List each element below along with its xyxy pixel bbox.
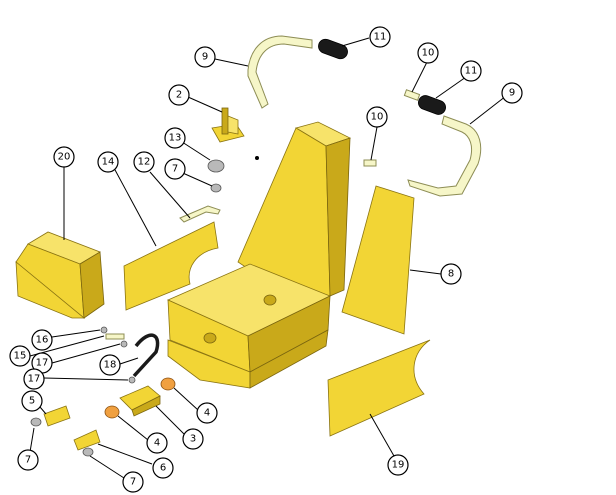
callout-label: 14 bbox=[102, 157, 115, 168]
tube-stub-lower bbox=[363, 159, 377, 167]
left-side-panel bbox=[123, 221, 219, 311]
callout-6: 6 bbox=[152, 457, 174, 479]
nut-part-bottom bbox=[82, 447, 94, 457]
callout-label: 5 bbox=[29, 396, 35, 407]
callout-label: 18 bbox=[104, 360, 117, 371]
callout-4-right: 4 bbox=[196, 402, 218, 424]
callout-label: 10 bbox=[371, 112, 384, 123]
top-cover bbox=[15, 231, 105, 319]
grip-left bbox=[318, 38, 348, 60]
leader-lines bbox=[29, 37, 507, 479]
callout-label: 2 bbox=[176, 90, 182, 101]
callout-4-left: 4 bbox=[146, 432, 168, 454]
callout-label: 10 bbox=[422, 48, 435, 59]
callout-11-left: 11 bbox=[369, 26, 391, 48]
callout-18: 18 bbox=[99, 354, 121, 376]
callout-5: 5 bbox=[21, 390, 43, 412]
bottom-side-panel bbox=[327, 339, 431, 437]
fitting-15 bbox=[105, 333, 125, 340]
plate-part-6 bbox=[73, 429, 101, 451]
tube-stub-upper bbox=[403, 89, 421, 101]
nut-part-left bbox=[30, 417, 42, 427]
callout-label: 3 bbox=[190, 434, 196, 445]
fitting-16 bbox=[100, 326, 108, 334]
bushing-housing bbox=[119, 385, 161, 417]
callout-7-bottom: 7 bbox=[122, 471, 144, 493]
callout-10-upper: 10 bbox=[417, 42, 439, 64]
callout-17-upper: 17 bbox=[31, 352, 53, 374]
callout-label: 16 bbox=[36, 335, 49, 346]
callout-13: 13 bbox=[164, 127, 186, 149]
callout-label: 11 bbox=[374, 32, 387, 43]
callout-3: 3 bbox=[182, 428, 204, 450]
callout-label: 6 bbox=[160, 463, 166, 474]
handle-tube-left bbox=[247, 35, 313, 109]
callout-label: 7 bbox=[172, 164, 178, 175]
callout-8: 8 bbox=[440, 263, 462, 285]
rear-angled-panel bbox=[341, 185, 415, 335]
callout-label: 12 bbox=[138, 157, 151, 168]
bushing-upper bbox=[160, 377, 176, 391]
grip-right bbox=[418, 95, 446, 115]
plate-part-5 bbox=[43, 405, 71, 427]
bushing-lower bbox=[104, 405, 120, 419]
frame-hole-marker bbox=[255, 156, 259, 160]
callout-19: 19 bbox=[387, 454, 409, 476]
callout-label: 4 bbox=[204, 408, 210, 419]
callout-label: 20 bbox=[58, 152, 71, 163]
main-frame bbox=[167, 121, 352, 389]
callout-label: 11 bbox=[465, 66, 478, 77]
callout-label: 19 bbox=[392, 460, 405, 471]
handle-tube-right bbox=[407, 115, 482, 197]
callout-label: 13 bbox=[169, 133, 182, 144]
callout-12: 12 bbox=[133, 151, 155, 173]
callout-14: 14 bbox=[97, 151, 119, 173]
callout-15: 15 bbox=[9, 345, 31, 367]
bearing-part bbox=[207, 159, 225, 173]
callout-2: 2 bbox=[168, 84, 190, 106]
callout-11-right: 11 bbox=[460, 60, 482, 82]
callout-17-lower: 17 bbox=[23, 368, 45, 390]
callout-label: 8 bbox=[448, 269, 454, 280]
callout-16: 16 bbox=[31, 329, 53, 351]
fitting-17-upper bbox=[120, 340, 128, 348]
callout-9-left: 9 bbox=[194, 46, 216, 68]
callout-label: 4 bbox=[154, 438, 160, 449]
callout-7-left: 7 bbox=[17, 449, 39, 471]
callout-9-right: 9 bbox=[501, 82, 523, 104]
callout-7-upper: 7 bbox=[164, 158, 186, 180]
callout-10-lower: 10 bbox=[366, 106, 388, 128]
fitting-17-lower bbox=[128, 376, 136, 384]
callout-20: 20 bbox=[53, 146, 75, 168]
callout-label: 9 bbox=[202, 52, 208, 63]
callout-label: 15 bbox=[14, 351, 27, 362]
callout-label: 7 bbox=[25, 455, 31, 466]
callout-label: 17 bbox=[28, 374, 41, 385]
nut-part-upper bbox=[210, 183, 222, 193]
callout-label: 17 bbox=[36, 358, 49, 369]
hose-part bbox=[132, 333, 160, 378]
callout-label: 9 bbox=[509, 88, 515, 99]
mount-bracket bbox=[211, 107, 245, 143]
callout-label: 7 bbox=[130, 477, 136, 488]
